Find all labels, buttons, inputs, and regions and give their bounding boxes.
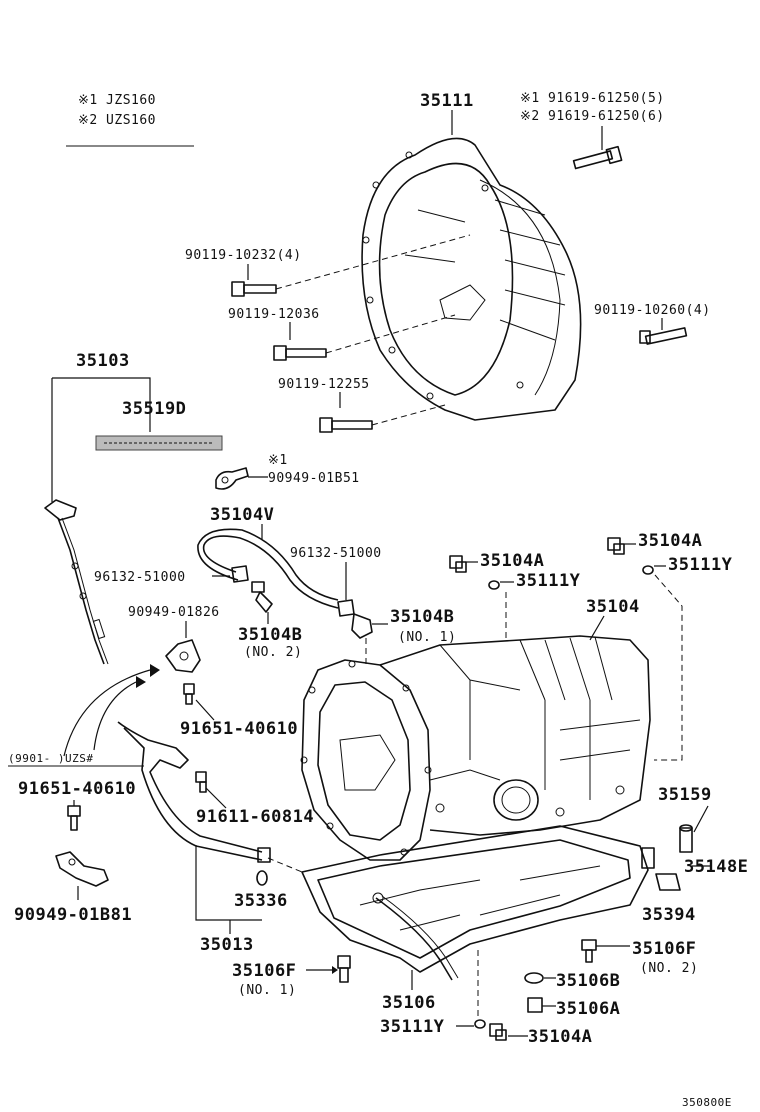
breather-hose-35104V[interactable] <box>197 528 339 609</box>
oring-35111Y-3[interactable] <box>474 1019 486 1029</box>
bolt-91651-40610-lower[interactable] <box>67 805 81 831</box>
bolt-90119-12255[interactable] <box>319 417 373 433</box>
label-35106F-no2: 35106F <box>632 939 696 959</box>
magnet-35394[interactable] <box>655 873 681 891</box>
label-35104B-no1: 35104B <box>390 607 454 627</box>
label-91611-60814: 91611-60814 <box>196 807 314 827</box>
oil-pan-35106[interactable] <box>301 825 649 981</box>
label-no2-a: (NO. 2) <box>244 645 302 660</box>
label-no1-b: (NO. 1) <box>238 983 296 998</box>
label-35111: 35111 <box>420 91 474 111</box>
label-35106B: 35106B <box>556 971 620 991</box>
label-35104: 35104 <box>586 597 640 617</box>
label-35104A-1: 35104A <box>480 551 544 571</box>
label-35104B-no2: 35104B <box>238 625 302 645</box>
bracket-90949-01B81[interactable] <box>55 851 109 887</box>
oring-35336[interactable] <box>256 870 268 886</box>
label-35336: 35336 <box>234 891 288 911</box>
label-35111Y-2: 35111Y <box>668 555 733 575</box>
label-35013: 35013 <box>200 935 254 955</box>
label-35111Y-3: 35111Y <box>380 1017 445 1037</box>
bolt-90119-10260[interactable] <box>639 327 688 345</box>
label-90949-01B81: 90949-01B81 <box>14 905 132 925</box>
label-91651-40610-upper: 91651-40610 <box>180 719 298 739</box>
label-no1-a: (NO. 1) <box>398 630 456 645</box>
plug-35106A[interactable] <box>527 997 543 1013</box>
label-35104A-3: 35104A <box>528 1027 592 1047</box>
label-90119-12255: 90119-12255 <box>278 377 370 392</box>
label-90119-10232: 90119-10232(4) <box>185 248 302 263</box>
plug-35104A-2[interactable] <box>607 537 625 555</box>
label-96132-51000-right: 96132-51000 <box>290 546 382 561</box>
filler-tube-35013[interactable] <box>117 721 271 863</box>
label-35394: 35394 <box>642 905 696 925</box>
clip-96132-51000-right[interactable] <box>337 599 355 617</box>
label-range-note: (9901- )UZS# <box>8 752 93 765</box>
label-90949-01826: 90949-01826 <box>128 605 220 620</box>
plug-35104A-3[interactable] <box>489 1023 507 1041</box>
bracket-90949-01826[interactable] <box>165 639 201 673</box>
label-91651-40610-lower: 91651-40610 <box>18 779 136 799</box>
label-35104V: 35104V <box>210 505 274 525</box>
dipstick-35103[interactable] <box>44 499 109 665</box>
label-no2-b: (NO. 2) <box>640 961 698 976</box>
label-35148E: 35148E <box>684 857 748 877</box>
breather-plug-35104B-no1[interactable] <box>351 613 373 639</box>
label-96132-51000-left: 96132-51000 <box>94 570 186 585</box>
label-35104A-2: 35104A <box>638 531 702 551</box>
label-35106: 35106 <box>382 993 436 1013</box>
gasket-35106B[interactable] <box>524 972 544 984</box>
part-35148E[interactable] <box>641 847 655 869</box>
plug-35106F-no2[interactable] <box>581 939 597 963</box>
legend-uzs160: ※2 UZS160 <box>78 113 156 128</box>
breather-plug-35104B-no2[interactable] <box>251 581 273 613</box>
label-35111Y-1: 35111Y <box>516 571 581 591</box>
label-90119-12036: 90119-12036 <box>228 307 320 322</box>
label-91619-uzs: ※2 91619-61250(6) <box>520 109 665 124</box>
label-35106A: 35106A <box>556 999 620 1019</box>
plug-35104A-1[interactable] <box>449 555 467 573</box>
bolt-91611-60814[interactable] <box>195 771 207 793</box>
plug-35106F-no1[interactable] <box>337 955 351 983</box>
label-35159: 35159 <box>658 785 712 805</box>
bell-housing-35111[interactable] <box>361 137 582 421</box>
arrow-left <box>63 669 151 757</box>
oring-35111Y-2[interactable] <box>642 565 654 575</box>
bolt-90119-10232[interactable] <box>231 281 277 297</box>
legend-jzs160: ※1 JZS160 <box>78 93 156 108</box>
valve-35159[interactable] <box>679 824 693 853</box>
clamp-90949-01B51[interactable] <box>215 467 249 490</box>
label-note1: ※1 <box>268 453 288 468</box>
arrow-right <box>93 681 137 751</box>
clip-96132-51000-left[interactable] <box>231 565 249 583</box>
bolt-90119-12036[interactable] <box>273 345 327 361</box>
bolt-91651-40610-upper[interactable] <box>183 683 195 705</box>
label-plate-35519D[interactable] <box>95 435 223 451</box>
label-90949-01B51: 90949-01B51 <box>268 471 360 486</box>
bolt-91619-61250[interactable] <box>572 145 623 170</box>
label-90119-10260: 90119-10260(4) <box>594 303 711 318</box>
label-91619-jzs: ※1 91619-61250(5) <box>520 91 665 106</box>
label-35103: 35103 <box>76 351 130 371</box>
label-35106F-no1: 35106F <box>232 961 296 981</box>
oring-35111Y-1[interactable] <box>488 580 500 590</box>
label-35519D: 35519D <box>122 399 186 419</box>
transmission-case-35104[interactable] <box>300 635 651 861</box>
diagram-code: 350800E <box>682 1096 732 1109</box>
